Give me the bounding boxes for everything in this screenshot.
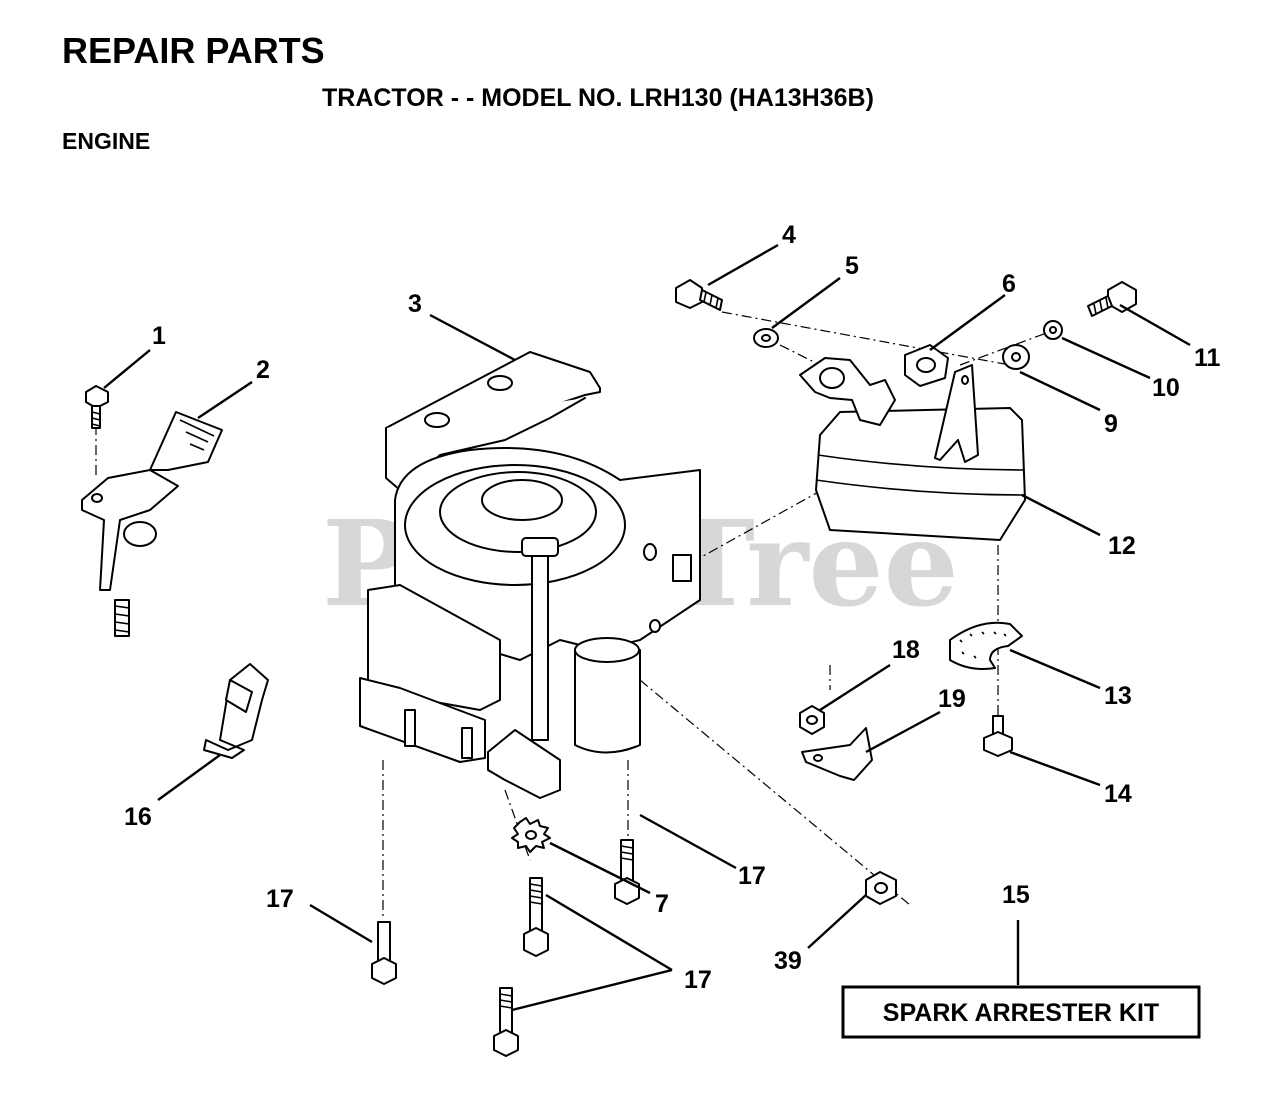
- part-4-bolt: [675, 279, 723, 311]
- callout-1: 1: [152, 322, 166, 350]
- spark-arrester-kit-box: SPARK ARRESTER KIT: [841, 985, 1201, 1039]
- callout-18: 18: [892, 636, 920, 664]
- callout-19: 19: [938, 685, 966, 713]
- section-label: ENGINE: [62, 128, 151, 154]
- part-39-nut: [865, 871, 897, 905]
- part-13-spark-arrester-screen: [949, 621, 1023, 670]
- part-10-lockwasher: [1043, 320, 1063, 340]
- leader-lines: [103, 243, 1191, 1012]
- callout-9: 9: [1104, 410, 1118, 438]
- part-2-throttle-control: [81, 411, 223, 637]
- callout-14: 14: [1104, 780, 1132, 808]
- callout-13: 13: [1104, 682, 1132, 710]
- part-17-bolt-d: [614, 839, 640, 905]
- part-12-muffler: [799, 357, 1026, 541]
- callout-15: 15: [1002, 881, 1030, 909]
- page-title: REPAIR PARTS: [62, 30, 325, 71]
- part-11-bolt: [1087, 281, 1137, 317]
- part-5-lockwasher: [753, 328, 779, 348]
- callouts: 1 2 3 4 5 6 7 9 10 11 12 13 14 15 16 17 …: [124, 221, 1221, 994]
- callout-11: 11: [1194, 344, 1221, 372]
- callout-7: 7: [655, 890, 669, 918]
- callout-4: 4: [782, 221, 796, 249]
- callout-12: 12: [1108, 532, 1136, 560]
- callout-17-b: 17: [738, 862, 766, 890]
- part-16-clip: [203, 663, 269, 759]
- spark-arrester-kit-label: SPARK ARRESTER KIT: [883, 999, 1159, 1027]
- part-19-bracket: [801, 727, 873, 781]
- callout-2: 2: [256, 356, 270, 384]
- part-9-washer: [1002, 344, 1030, 370]
- callout-5: 5: [845, 252, 859, 280]
- callout-17-a: 17: [266, 885, 294, 913]
- callout-17-c: 17: [684, 966, 712, 994]
- part-17-bolt-b: [523, 877, 549, 957]
- part-7-star-washer: [511, 817, 551, 853]
- callout-6: 6: [1002, 270, 1016, 298]
- part-17-bolt-c: [493, 987, 519, 1057]
- part-14-screw: [983, 715, 1013, 757]
- callout-16: 16: [124, 803, 152, 831]
- callout-39: 39: [774, 947, 802, 975]
- part-17-bolt-a: [371, 921, 397, 985]
- part-1-bolt: [85, 385, 109, 429]
- callout-10: 10: [1152, 374, 1180, 402]
- assembly-centerlines: [95, 311, 1061, 920]
- callout-3: 3: [408, 290, 422, 318]
- model-subtitle: TRACTOR - - MODEL NO. LRH130 (HA13H36B): [322, 84, 874, 112]
- part-3-engine: [359, 351, 701, 799]
- part-18-nut: [799, 705, 825, 735]
- part-6-gasket: [904, 344, 949, 387]
